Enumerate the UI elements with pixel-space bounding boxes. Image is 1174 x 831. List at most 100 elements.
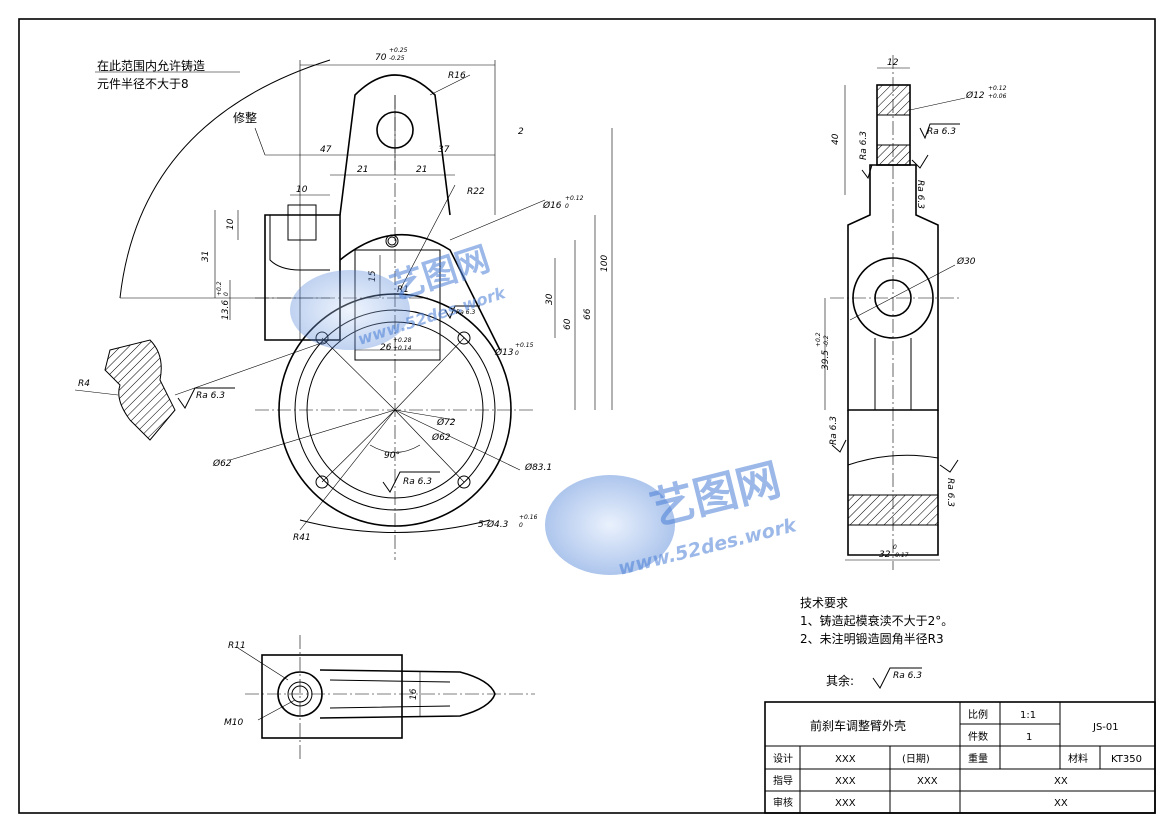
tech-line-1: 1、铸造起模衰渎不大于2°。 [800,613,953,628]
top-dim-16: 16 [409,688,419,700]
dim-r22: R22 [467,187,485,197]
dim-47: 47 [320,145,332,155]
dim-60: 60 [563,318,573,330]
rest-ra: Ra 6.3 [893,671,922,681]
drawing-number: JS-01 [1092,722,1119,733]
dim-31: 31 [201,251,211,262]
guide-value-2: XXX [917,776,938,787]
dim-10v: 10 [226,218,236,230]
scale-label: 比例 [968,708,988,721]
dim-r4: R4 [78,379,90,389]
guide-value: XXX [835,776,856,787]
top-dim-m10: M10 [224,718,243,728]
dim-r41: R41 [293,533,311,543]
svg-text:+0.2: +0.2 [815,332,822,347]
svg-text:+0.15: +0.15 [515,342,534,349]
material-label: 材料 [1068,752,1088,765]
dim-21b: 21 [416,165,427,175]
qty-value: 1 [1026,732,1032,743]
svg-text:0: 0 [565,203,569,210]
dim-26: 26 [380,343,392,353]
svg-text:+0.12: +0.12 [565,195,584,202]
side-dim-phi12: Ø12 [965,90,985,101]
svg-text:0: 0 [515,350,519,357]
org-2: XX [1054,798,1068,809]
weight-label: 重量 [968,752,988,765]
side-ra-4: Ra 6.3 [829,416,839,445]
tech-requirements: 技术要求 1、铸造起模衰渎不大于2°。 2、未注明锻造圆角半径R3 其余: Ra… [800,596,953,689]
qty-label: 件数 [968,730,988,743]
casting-note-2: 元件半径不大于8 [97,77,189,91]
dim-37: 37 [438,145,450,155]
svg-text:+0.2: +0.2 [216,281,223,296]
dim-phi83: Ø83.1 [524,462,552,473]
side-dim-12: 12 [887,58,899,68]
svg-text:0: 0 [519,522,523,529]
drawing-border [18,18,1156,814]
dim-phi13: Ø13 [494,347,514,358]
design-label: 设计 [773,752,793,765]
side-ra-1: Ra 6.3 [859,131,869,160]
dim-holes: 5-Ø4.3 [478,519,509,530]
rest-label: 其余: [826,673,854,688]
side-ra-5: Ra 6.3 [945,478,955,507]
side-ra-3: Ra 6.3 [915,180,925,209]
dim-13-6: 13.6 [221,300,231,320]
ra-small: Ra 6.3 [456,309,475,316]
r4-section [104,339,176,441]
dim-r1: R1 [397,285,409,295]
dim-r16: R16 [448,71,466,81]
svg-text:-0.17: -0.17 [893,552,909,559]
dim-2: 2 [518,127,524,137]
scale-value: 1:1 [1020,710,1036,721]
trim-label: 修整 [233,110,257,125]
casting-note-1: 在此范围内允许铸造 [97,58,205,73]
side-dim-phi30: Ø30 [956,256,976,267]
dim-66: 66 [583,308,593,320]
dim-phi62-inner: Ø62 [431,432,451,443]
svg-text:+0.14: +0.14 [393,345,412,352]
side-view: 12 Ø12 +0.12 +0.06 40 Ra 6.3 Ra 6.3 Ra 6… [815,55,1007,570]
watermark-globe-big [545,475,675,575]
tech-line-2: 2、未注明锻造圆角半径R3 [800,631,944,646]
svg-text:+0.12: +0.12 [988,85,1007,92]
guide-label: 指导 [773,774,793,787]
title-block: 前刹车调整臂外壳 比例 1:1 件数 1 JS-01 设计 XXX (日期) 重… [764,701,1156,814]
side-dim-39-5: 39.5 [821,350,831,370]
svg-text:-0.25: -0.25 [389,55,405,62]
ra-left: Ra 6.3 [196,391,225,401]
side-ra-2: Ra 6.3 [927,127,956,137]
side-dim-40: 40 [831,133,841,145]
casting-range-arc [119,59,331,299]
dim-21a: 21 [357,165,368,175]
svg-text:+0.16: +0.16 [519,514,538,521]
dim-90deg: 90° [384,451,400,461]
svg-text:-0.2: -0.2 [823,335,830,347]
dim-10h: 10 [296,185,308,195]
side-bore [874,279,912,317]
svg-text:+0.28: +0.28 [393,337,412,344]
dim-30: 30 [545,293,555,305]
top-dim-r11: R11 [228,641,246,651]
dim-phi72: Ø72 [436,417,456,428]
svg-text:0: 0 [893,544,897,551]
side-boss [852,257,934,339]
dim-70: 70 [375,53,387,63]
watermark-small: 艺图网 www.52des.work [290,239,509,350]
part-name: 前刹车调整臂外壳 [810,718,906,733]
watermark-globe-small [290,270,410,350]
ra-bottom: Ra 6.3 [403,477,432,487]
side-dim-32: 32 [879,550,891,560]
svg-text:+0.06: +0.06 [988,93,1007,100]
date-label: (日期) [902,753,930,765]
tech-title: 技术要求 [800,596,848,610]
material-value: KT350 [1111,754,1142,765]
review-label: 审核 [773,796,793,809]
svg-text:0: 0 [223,292,230,296]
top-view: R11 M10 16 [224,635,535,760]
design-value: XXX [835,754,856,765]
watermark-big: 艺图网 www.52des.work [545,454,800,580]
front-view: 在此范围内允许铸造 元件半径不大于8 修整 70 +0.25 -0.25 R16… [74,47,613,560]
dim-phi62-outer: Ø62 [212,458,232,469]
